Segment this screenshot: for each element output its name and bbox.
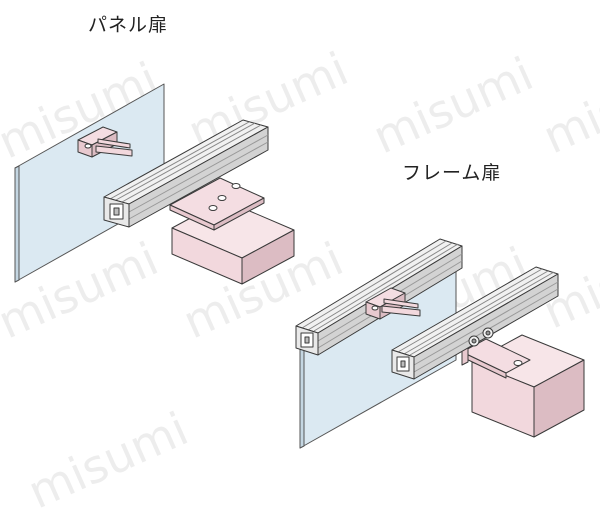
actuator-key xyxy=(77,126,133,158)
diagram-canvas: misumi misumi misumi misumi misumi misum… xyxy=(0,14,600,519)
door-switch-illustration xyxy=(14,83,585,449)
panel-door-label: パネル扉 xyxy=(88,14,169,36)
aluminum-profile xyxy=(103,119,269,228)
mounting-plate xyxy=(169,177,265,231)
frame-door-label: フレーム扉 xyxy=(402,162,502,184)
panel-door-assembly xyxy=(14,83,295,285)
fixed-frame-profile xyxy=(391,266,559,380)
frame-door-assembly xyxy=(295,238,585,449)
actuator-key-frame xyxy=(365,287,421,320)
